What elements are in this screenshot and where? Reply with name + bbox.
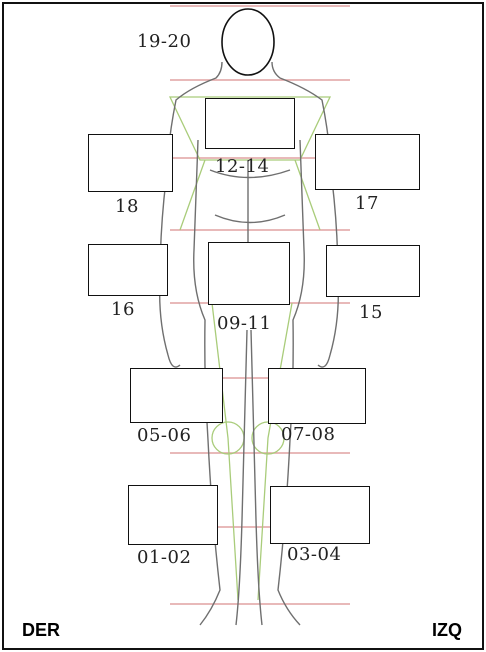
label-right-leg: 01-02 xyxy=(137,547,191,568)
label-right-thigh: 05-06 xyxy=(137,425,191,446)
label-left-leg: 03-04 xyxy=(287,544,341,565)
label-left-thigh: 07-08 xyxy=(281,424,335,445)
label-left-arm: 17 xyxy=(355,193,379,214)
label-pelvis: 09-11 xyxy=(217,313,271,334)
left-leg-box[interactable] xyxy=(270,486,370,544)
left-thigh-box[interactable] xyxy=(268,368,366,424)
label-right-forearm: 16 xyxy=(111,299,135,320)
right-thigh-box[interactable] xyxy=(130,368,223,423)
left-arm-box[interactable] xyxy=(315,134,420,190)
side-left-label: IZQ xyxy=(432,620,462,641)
side-right-label: DER xyxy=(22,620,60,641)
right-arm-box[interactable] xyxy=(88,134,173,192)
label-head: 19-20 xyxy=(137,31,191,52)
chest-box[interactable] xyxy=(205,98,295,149)
right-leg-box[interactable] xyxy=(128,485,218,545)
left-forearm-box[interactable] xyxy=(326,245,420,297)
head-outline xyxy=(222,9,274,75)
label-chest: 12-14 xyxy=(215,156,269,177)
right-forearm-box[interactable] xyxy=(88,244,168,296)
pelvis-box[interactable] xyxy=(208,242,290,305)
label-left-forearm: 15 xyxy=(359,302,383,323)
label-right-arm: 18 xyxy=(115,196,139,217)
